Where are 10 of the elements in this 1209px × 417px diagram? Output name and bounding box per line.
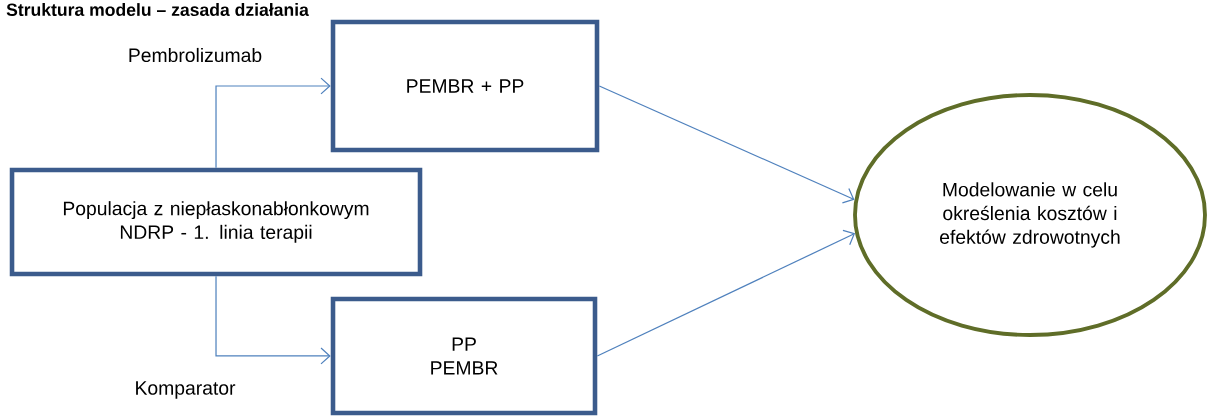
arrow (596, 229, 856, 357)
arrow (215, 275, 331, 365)
title: Struktura modelu – zasada działania (6, 3, 309, 16)
arrow (215, 77, 331, 169)
edge-label: Pembrolizumab (126, 46, 264, 64)
process-box: PP PEMBR (330, 296, 598, 416)
arrow (598, 85, 855, 204)
process-box: PEMBR + PP (330, 19, 600, 153)
edge-label: Komparator (132, 379, 238, 401)
process-box: Populacja z niepłaskonabłonkowym NDRP - 1. linia terapii (9, 167, 423, 277)
